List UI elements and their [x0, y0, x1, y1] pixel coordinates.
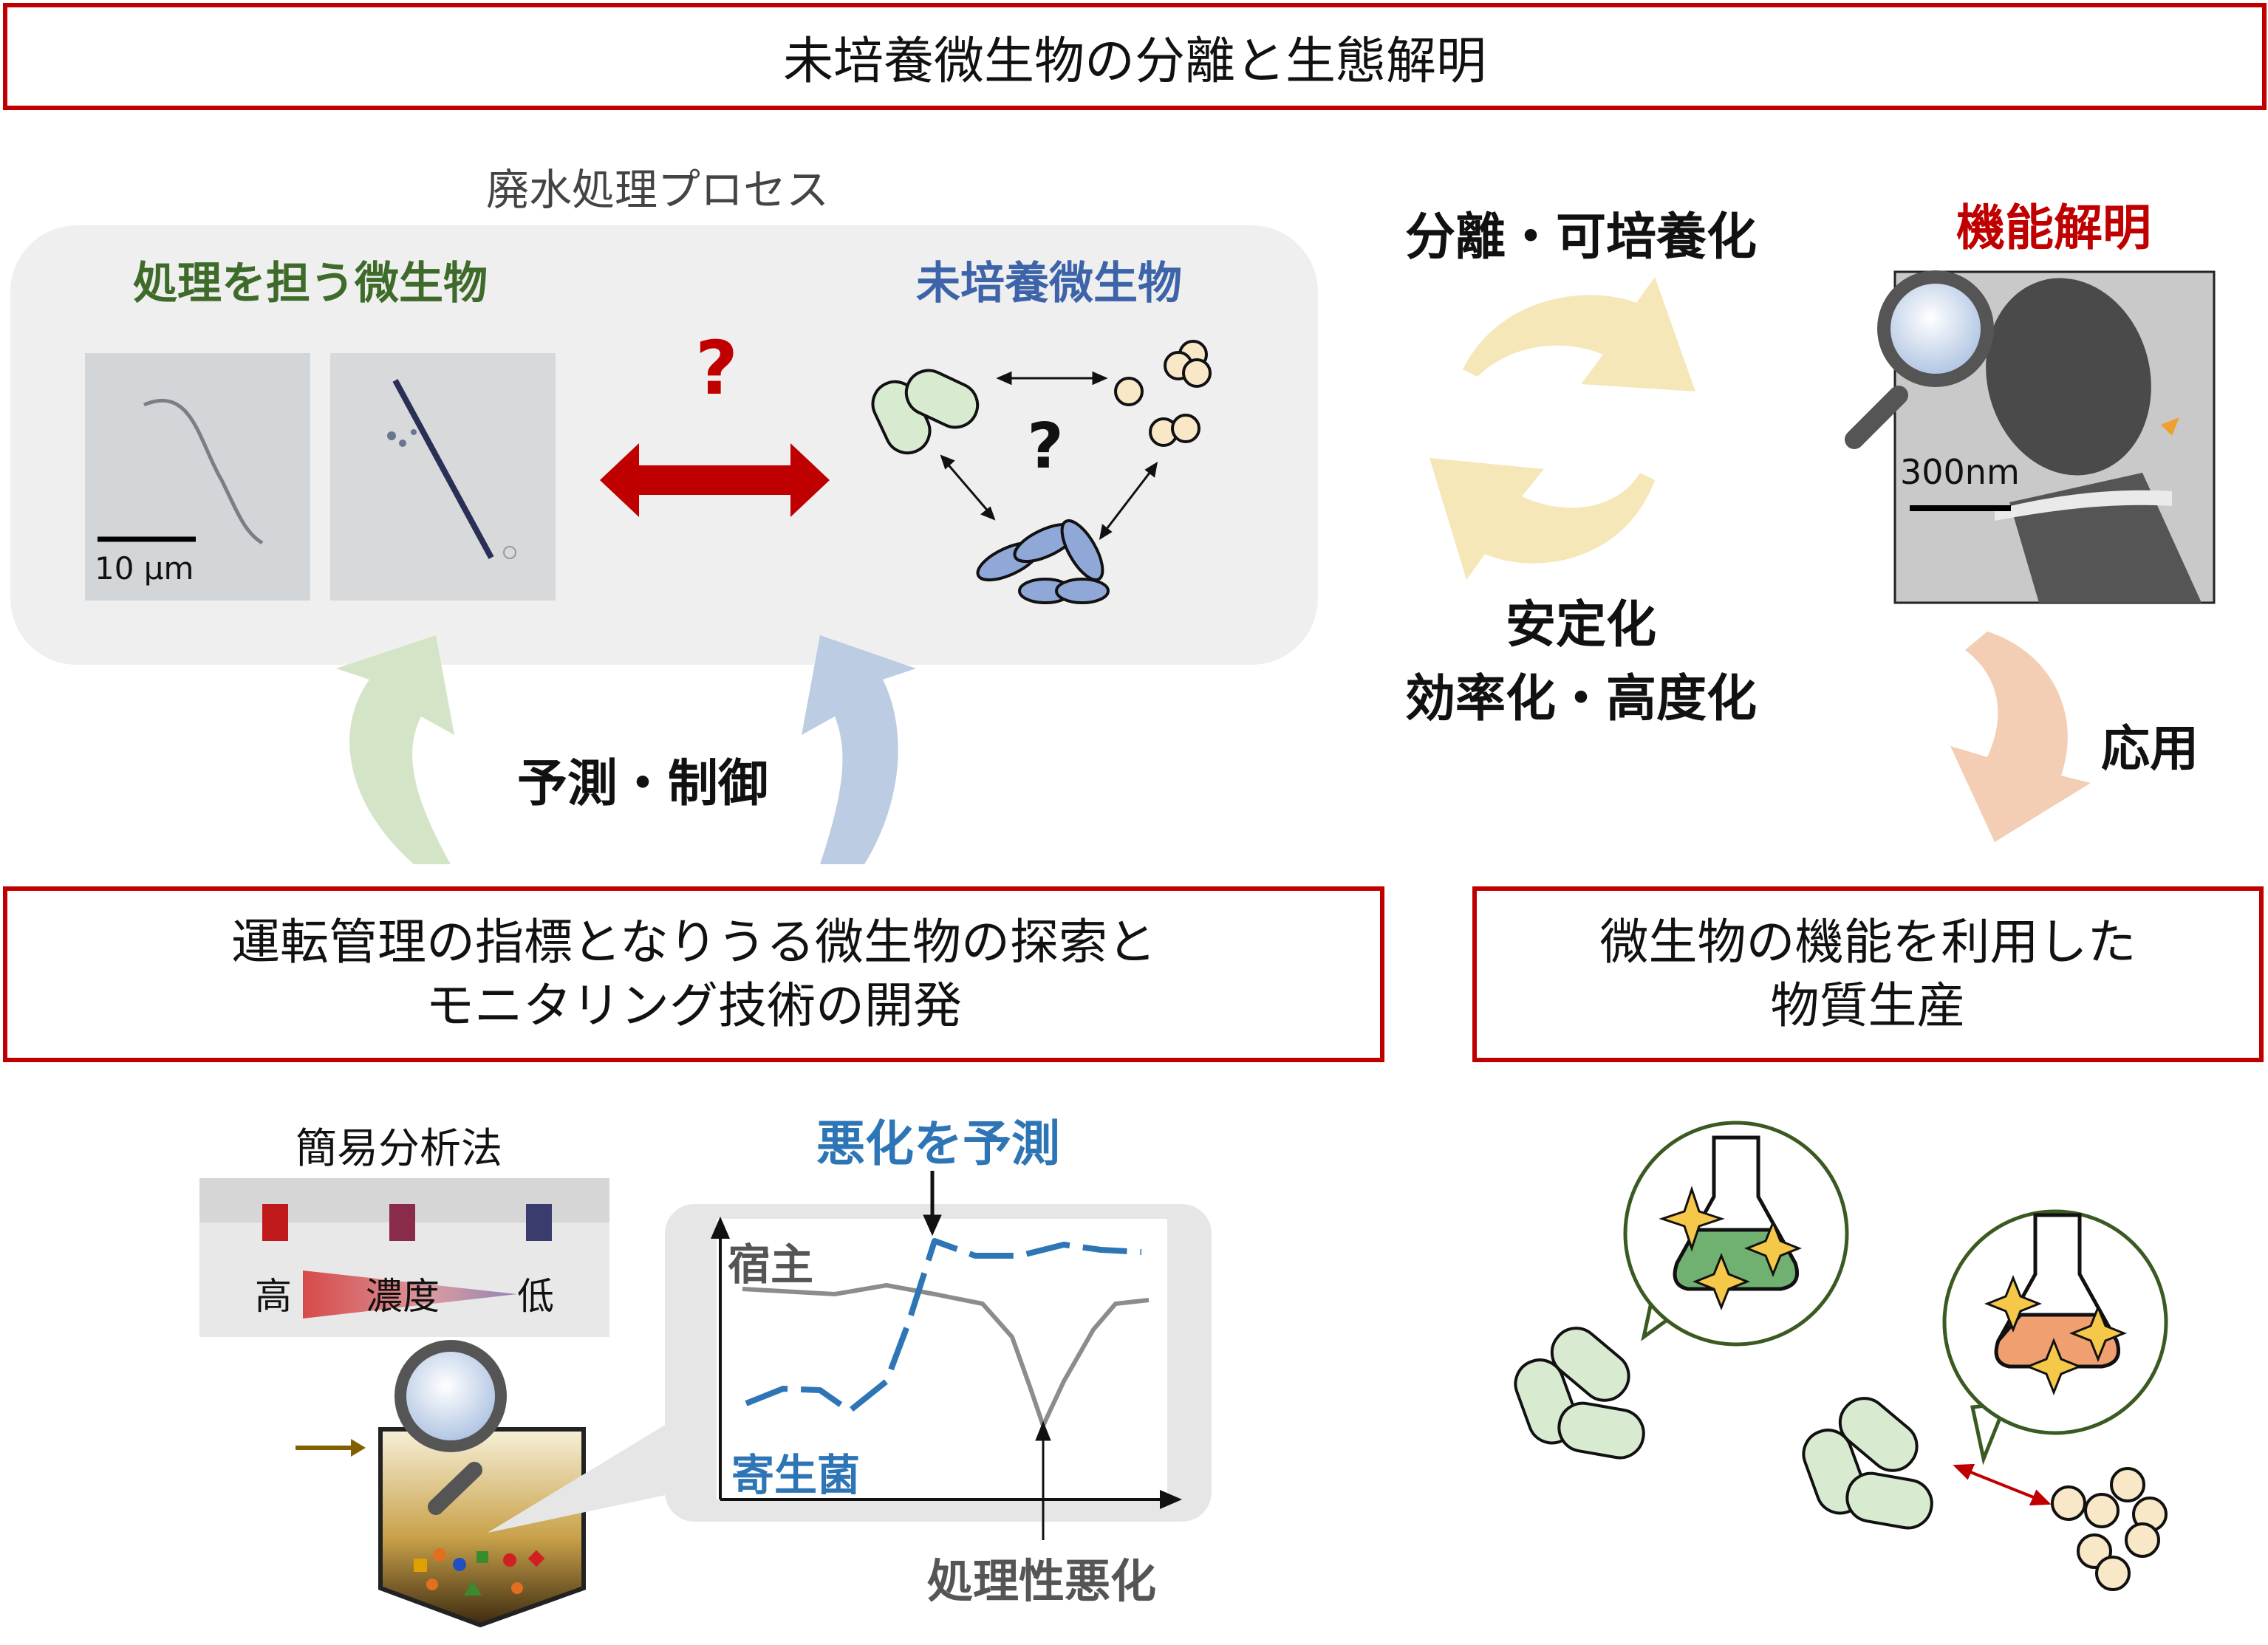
green-arrow — [336, 635, 454, 864]
question-mark-small: ? — [1027, 410, 1064, 483]
monitoring-box-line2: モニタリング技術の開発 — [426, 977, 962, 1034]
monitoring-box: 運転管理の指標となりうる微生物の探索と モニタリング技術の開発 — [3, 886, 1384, 1062]
sparkles-1 — [1659, 1186, 1803, 1311]
cells-group-1 — [1514, 1327, 1645, 1460]
host-line — [742, 1283, 1150, 1428]
conc-high-label: 高 — [255, 1275, 292, 1318]
predict-deterioration-label: 悪化を予測 — [816, 1115, 1060, 1172]
predict-arrow — [923, 1171, 942, 1237]
predict-control-label: 予測・制御 — [516, 755, 768, 813]
production-box-line2: 物質生産 — [1770, 977, 1966, 1034]
cells-group-2 — [1802, 1397, 2168, 1591]
salmon-arrow — [1950, 632, 2091, 842]
interaction-arrows — [940, 371, 1158, 541]
deterioration-arrow — [1035, 1420, 1051, 1540]
interaction-arrow-red — [1953, 1463, 2052, 1506]
application-label: 応用 — [2101, 720, 2199, 777]
page-title: 未培養微生物の分離と生態解明 — [782, 33, 1486, 91]
function-label: 機能解明 — [1956, 199, 2151, 256]
cycle-arrow-bottom — [1430, 458, 1655, 580]
monitoring-box-line1: 運転管理の指標となりうる微生物の探索と — [230, 914, 1157, 971]
host-label: 宿主 — [728, 1239, 814, 1290]
blue-arrow — [802, 635, 916, 864]
production-box: 微生物の機能を利用した 物質生産 — [1472, 886, 2264, 1062]
cycle-arrow-top — [1463, 277, 1695, 391]
micrograph-2 — [330, 353, 556, 601]
simple-method-label: 簡易分析法 — [296, 1125, 502, 1173]
sparkles-2 — [1984, 1274, 2128, 1396]
micrograph-1 — [85, 353, 310, 601]
parasite-label: 寄生菌 — [731, 1450, 861, 1500]
scale-label-300nm: 300nm — [1900, 452, 2020, 492]
tem-arrowhead — [2161, 417, 2179, 436]
cycle-top-label: 分離・可培養化 — [1404, 208, 1757, 267]
scale-label-10um: 10 μm — [95, 550, 194, 586]
treating-microbes-label: 処理を担う微生物 — [133, 258, 488, 309]
chart-lines — [742, 1238, 1150, 1428]
cycle-bottom-line2: 効率化・高度化 — [1404, 670, 1757, 728]
process-label: 廃水処理プロセス — [485, 165, 829, 215]
question-mark-large: ? — [694, 325, 738, 411]
cycle-bottom-line1: 安定化 — [1505, 596, 1656, 654]
uncultured-microbes-label: 未培養微生物 — [916, 258, 1182, 309]
magnifier-icon — [1845, 270, 1994, 449]
concentration-wedge — [303, 1270, 517, 1319]
conc-label: 濃度 — [366, 1275, 440, 1318]
treatment-tank — [296, 1340, 680, 1628]
uncultured-cluster — [871, 340, 1212, 604]
conc-low-label: 低 — [517, 1275, 554, 1318]
production-box-line1: 微生物の機能を利用した — [1599, 914, 2137, 971]
analysis-photo — [199, 1178, 609, 1337]
title-box: 未培養微生物の分離と生態解明 — [3, 3, 2267, 110]
chart-axes — [710, 1216, 1183, 1510]
red-double-arrow — [600, 443, 830, 517]
deterioration-label: 処理性悪化 — [926, 1554, 1156, 1608]
parasite-line — [745, 1238, 1142, 1414]
